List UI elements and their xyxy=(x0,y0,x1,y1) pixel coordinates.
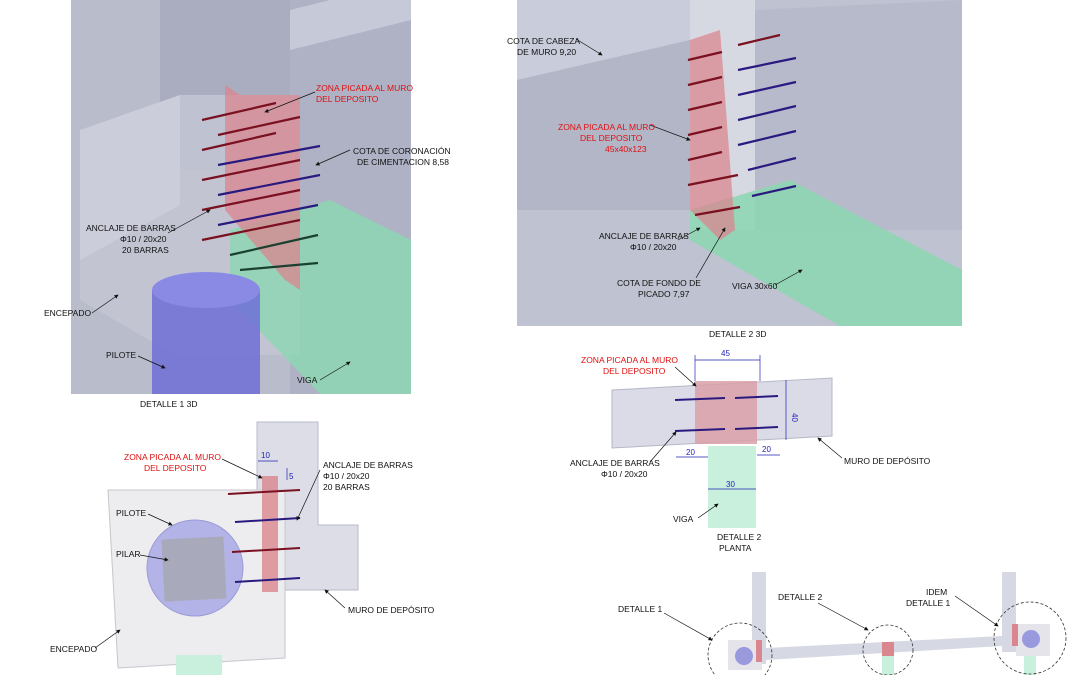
detail2-3d-zona-line2: DEL DEPOSITO xyxy=(580,133,643,143)
plan1-anclaje-line1: ANCLAJE DE BARRAS xyxy=(323,460,413,470)
plan2-dims xyxy=(676,355,787,490)
plan2-viga: VIGA xyxy=(673,514,694,524)
key-idem-line2: DETALLE 1 xyxy=(906,598,951,608)
key-callout-circles xyxy=(707,601,1067,675)
plan2-dim-40: 40 xyxy=(790,413,799,422)
plan1-dim-5: 5 xyxy=(289,472,294,481)
plan2-zona-line2: DEL DEPOSITO xyxy=(603,366,666,376)
detail2-3d-cota-fondo-line2: PICADO 7,97 xyxy=(638,289,690,299)
plan2-caption-line1: DETALLE 2 xyxy=(717,532,762,542)
key-picada-2 xyxy=(882,642,894,656)
detail1-3d-view: ZONA PICADA AL MURO DEL DEPOSITO COTA DE… xyxy=(44,0,451,409)
anchor-bars-1 xyxy=(201,101,321,272)
detail1-3d-cota-line2: DE CIMENTACION 8,58 xyxy=(357,157,449,167)
key-beam-3 xyxy=(1024,656,1036,675)
plan1-encepado: ENCEPADO xyxy=(50,644,97,654)
plan1-anclaje-line2: Φ10 / 20x20 xyxy=(323,471,370,481)
plan2-muro: MURO DE DEPÓSITO xyxy=(844,456,931,466)
detail2-3d-cota-fondo-line1: COTA DE FONDO DE xyxy=(617,278,701,288)
plan2-dim-45: 45 xyxy=(721,349,730,358)
plan1-anclaje-line3: 20 BARRAS xyxy=(323,482,370,492)
plan1-bars xyxy=(227,489,301,583)
leaders-1 xyxy=(91,91,351,381)
detail1-3d-cota-line1: COTA DE CORONACIÓN xyxy=(353,146,451,156)
wall-face-right xyxy=(755,0,962,230)
detail1-3d-anclaje-line3: 20 BARRAS xyxy=(122,245,169,255)
encepado-side xyxy=(80,95,180,260)
plan2-dim-20b: 20 xyxy=(762,445,771,454)
plan2-picada xyxy=(695,381,757,444)
plan1-pilar: PILAR xyxy=(116,549,141,559)
wall-top-left xyxy=(517,0,690,80)
plan1-beam-stub xyxy=(176,655,222,675)
detail2-plan-view: ZONA PICADA AL MURO DEL DEPOSITO 45 40 2… xyxy=(570,349,931,553)
anchor-bars-2 xyxy=(687,33,797,217)
detail2-3d-viga: VIGA 30x60 xyxy=(732,281,778,291)
plan1-zona-line1: ZONA PICADA AL MURO xyxy=(124,452,221,462)
detail2-3d-cota-cabeza-line2: DE MURO 9,20 xyxy=(517,47,576,57)
detail1-3d-zona-line1: ZONA PICADA AL MURO xyxy=(316,83,413,93)
leaders-5 xyxy=(663,595,999,641)
key-detalle1: DETALLE 1 xyxy=(618,604,663,614)
plan1-pilote: PILOTE xyxy=(116,508,147,518)
detail1-3d-pilote: PILOTE xyxy=(106,350,137,360)
detail2-3d-cota-cabeza-line1: COTA DE CABEZA xyxy=(507,36,580,46)
leaders-2 xyxy=(575,38,803,286)
plan2-bars xyxy=(674,395,779,432)
detail1-3d-anclaje-line2: Φ10 / 20x20 xyxy=(120,234,167,244)
plan2-anclaje-line2: Φ10 / 20x20 xyxy=(601,469,648,479)
plan1-muro: MURO DE DEPÓSITO xyxy=(348,605,435,615)
wall-top xyxy=(290,0,411,50)
plan2-beam xyxy=(708,446,756,528)
detail1-plan-view: ZONA PICADA AL MURO DEL DEPOSITO 10 5 AN… xyxy=(50,421,435,675)
detail2-3d-zona-line3: 45x40x123 xyxy=(605,144,647,154)
key-plan: DETALLE 1 DETALLE 2 IDEM DETALLE 1 xyxy=(618,572,1067,675)
plan1-dim-10: 10 xyxy=(261,451,270,460)
wall-face-left xyxy=(517,40,690,210)
detail1-3d-zona-line2: DEL DEPOSITO xyxy=(316,94,379,104)
pile-top xyxy=(152,272,260,308)
plan2-zona-line1: ZONA PICADA AL MURO xyxy=(581,355,678,365)
plan1-pilar xyxy=(161,536,227,602)
plan2-caption-line2: PLANTA xyxy=(719,543,752,553)
plan2-dim-30: 30 xyxy=(726,480,735,489)
detail2-3d-caption: DETALLE 2 3D xyxy=(709,329,766,339)
plan2-anclaje-line1: ANCLAJE DE BARRAS xyxy=(570,458,660,468)
leaders-3 xyxy=(94,458,346,649)
key-picada-3 xyxy=(1012,624,1018,646)
detail2-3d-anclaje-line1: ANCLAJE DE BARRAS xyxy=(599,231,689,241)
key-pile-3 xyxy=(1022,630,1040,648)
detail1-3d-encepado: ENCEPADO xyxy=(44,308,91,318)
plan1-picada xyxy=(262,476,278,592)
key-detalle2: DETALLE 2 xyxy=(778,592,823,602)
detail2-3d-anclaje-line2: Φ10 / 20x20 xyxy=(630,242,677,252)
plan2-dim-20a: 20 xyxy=(686,448,695,457)
detail2-3d-view: COTA DE CABEZA DE MURO 9,20 ZONA PICADA … xyxy=(507,0,962,339)
picada-zone-1 xyxy=(225,85,300,290)
detail1-3d-viga: VIGA xyxy=(297,375,318,385)
key-picada-1 xyxy=(756,640,762,662)
beam-3d-2 xyxy=(690,180,962,326)
detail1-3d-caption: DETALLE 1 3D xyxy=(140,399,197,409)
detail2-3d-zona-line1: ZONA PICADA AL MURO xyxy=(558,122,655,132)
key-idem-line1: IDEM xyxy=(926,587,947,597)
detail1-3d-anclaje-line1: ANCLAJE DE BARRAS xyxy=(86,223,176,233)
key-beam-2 xyxy=(882,656,894,675)
leaders-4 xyxy=(649,366,843,519)
plan1-dims xyxy=(258,460,288,480)
key-pile-1 xyxy=(735,647,753,665)
plan1-zona-line2: DEL DEPOSITO xyxy=(144,463,207,473)
